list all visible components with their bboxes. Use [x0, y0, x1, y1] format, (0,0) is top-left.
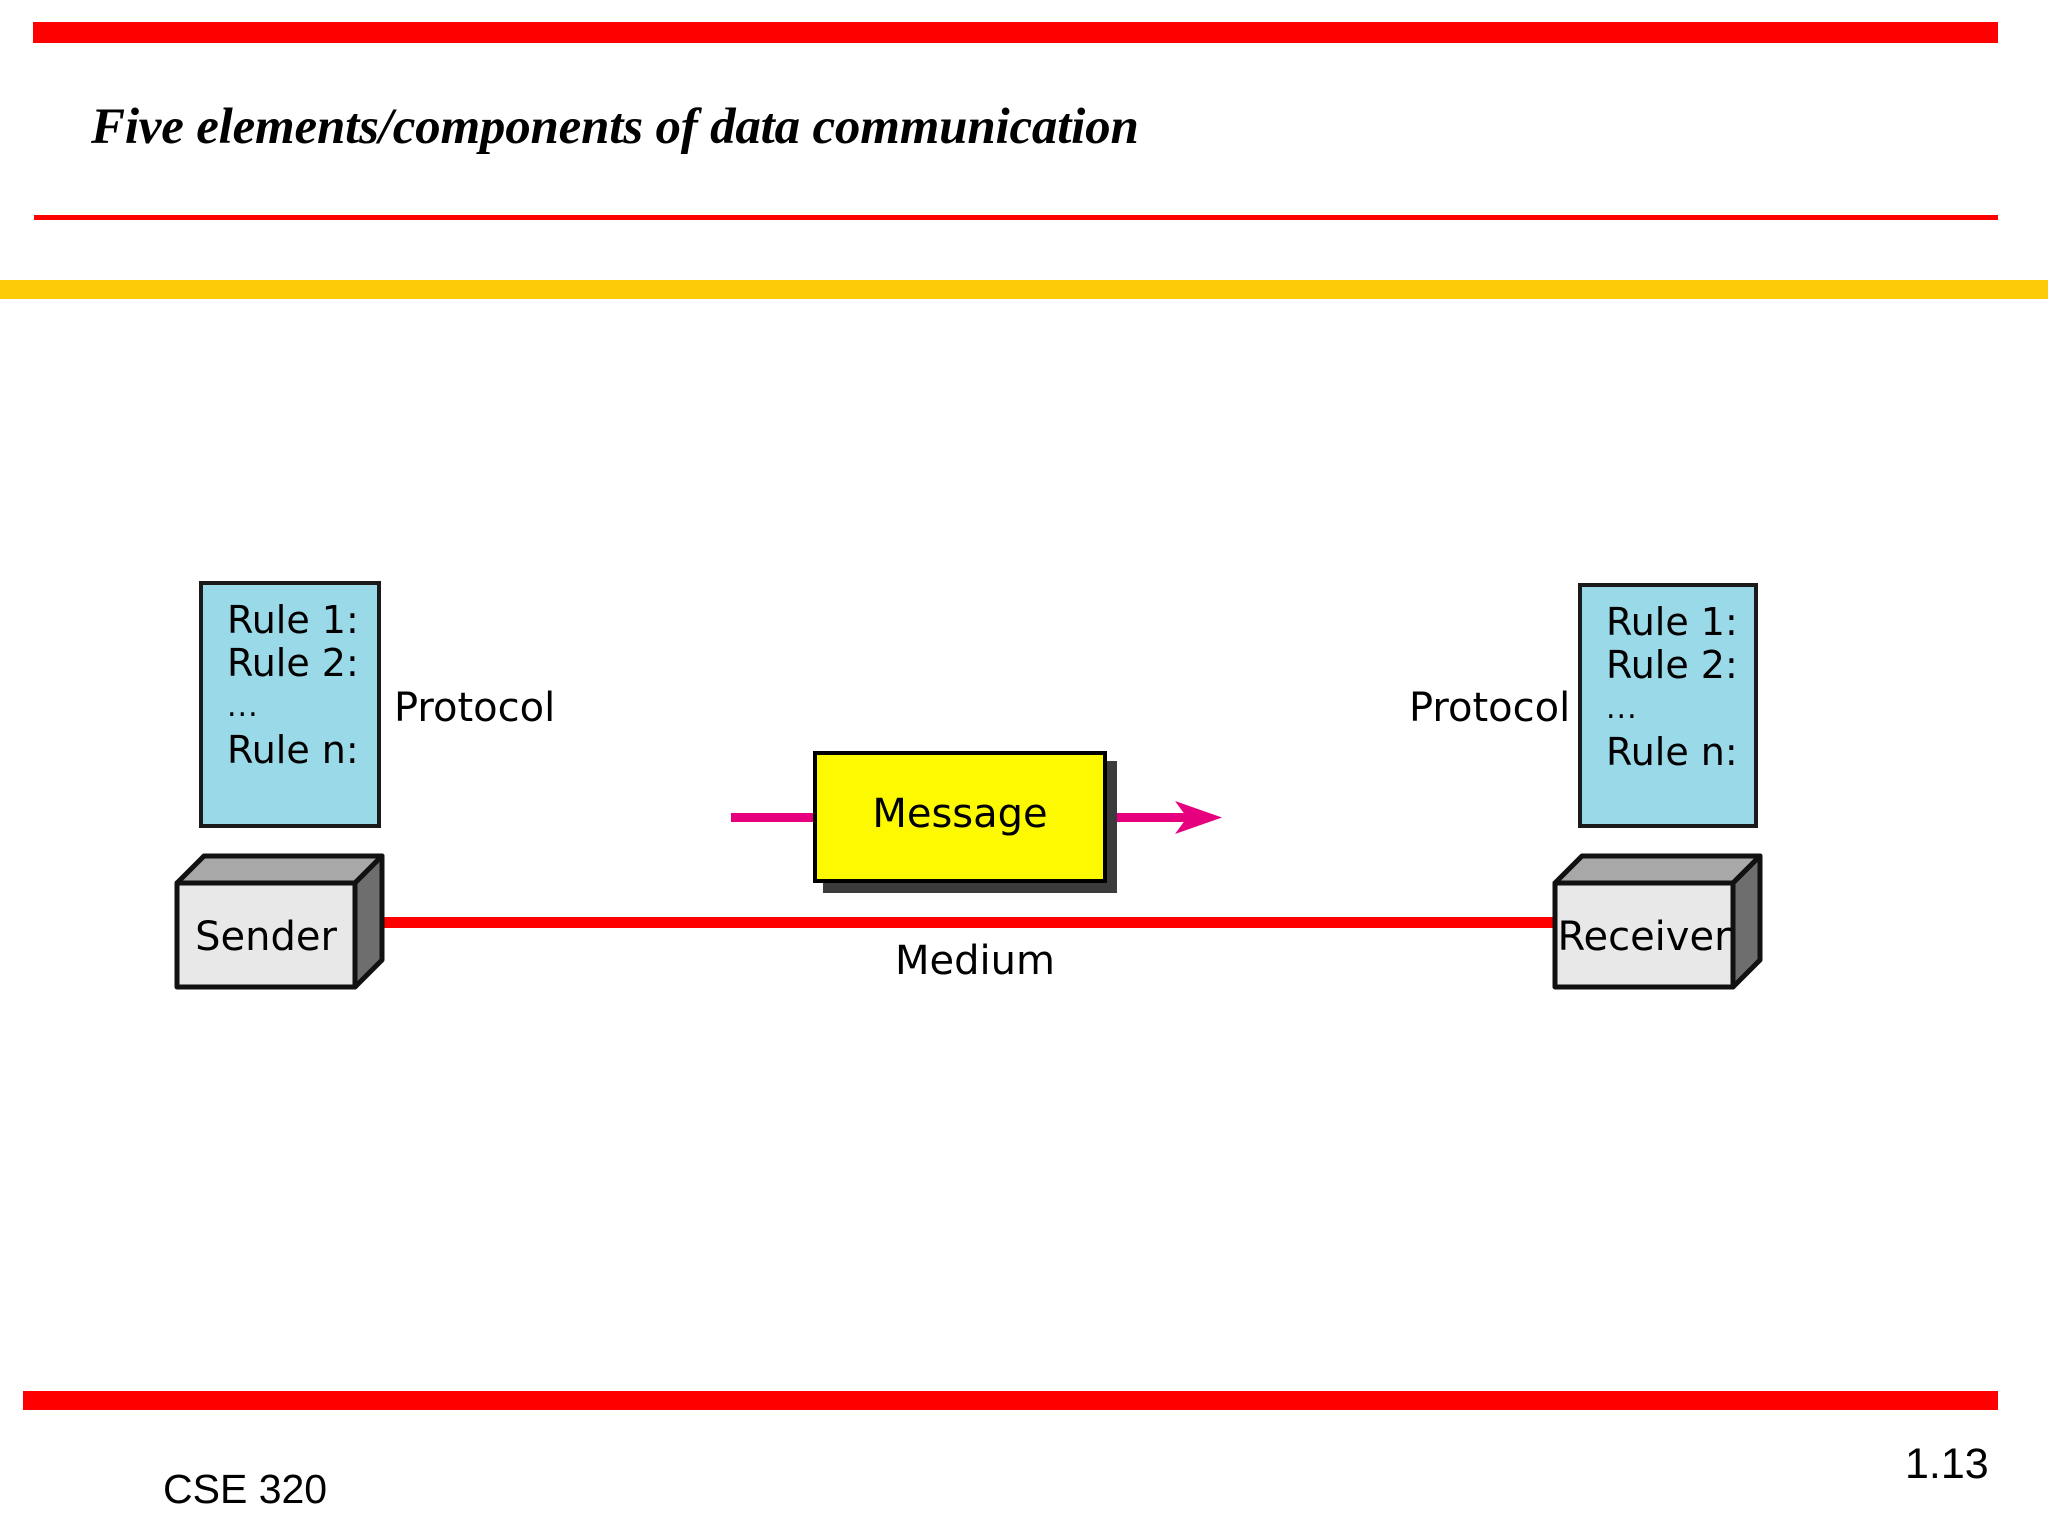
receiver-box-shape [1552, 853, 1763, 990]
message-flow-arrow-out [1117, 796, 1222, 840]
protocol-rules-box-left: Rule 1: Rule 2: ... Rule n: [199, 581, 381, 828]
page-title: Five elements/components of data communi… [91, 99, 1139, 155]
course-code-footer: CSE 320 [163, 1466, 328, 1512]
arrow-right-icon [1117, 801, 1222, 834]
rule-line-ellipsis: ... [227, 689, 259, 725]
rule-line: Rule 2: [227, 640, 359, 685]
sender-device: Sender [174, 853, 392, 990]
bottom-red-bar [23, 1391, 1998, 1410]
rule-line: Rule 2: [1606, 642, 1738, 687]
medium-label: Medium [895, 938, 1055, 984]
protocol-label-left: Protocol [394, 685, 556, 731]
receiver-device: Receiver [1552, 853, 1770, 990]
page-number-footer: 1.13 [1905, 1440, 1989, 1488]
sender-label: Sender [195, 914, 337, 960]
medium-link-line [355, 917, 1557, 928]
rule-line: Rule n: [1606, 730, 1738, 775]
rule-line: Rule 1: [1606, 600, 1738, 644]
message-flow-line-in [731, 813, 815, 822]
top-red-bar [33, 22, 1998, 43]
message-label: Message [872, 791, 1048, 837]
rule-line: Rule n: [227, 728, 359, 773]
sender-box-shape [174, 853, 385, 990]
rule-line: Rule 1: [227, 598, 359, 642]
rule-line-ellipsis: ... [1606, 691, 1638, 727]
protocol-label-right: Protocol [1409, 685, 1571, 731]
title-underline-rule [34, 215, 1998, 220]
message-box: Message [813, 751, 1107, 883]
receiver-label: Receiver [1557, 914, 1731, 960]
yellow-divider-bar [0, 280, 2048, 299]
protocol-rules-box-right: Rule 1: Rule 2: ... Rule n: [1578, 583, 1758, 828]
